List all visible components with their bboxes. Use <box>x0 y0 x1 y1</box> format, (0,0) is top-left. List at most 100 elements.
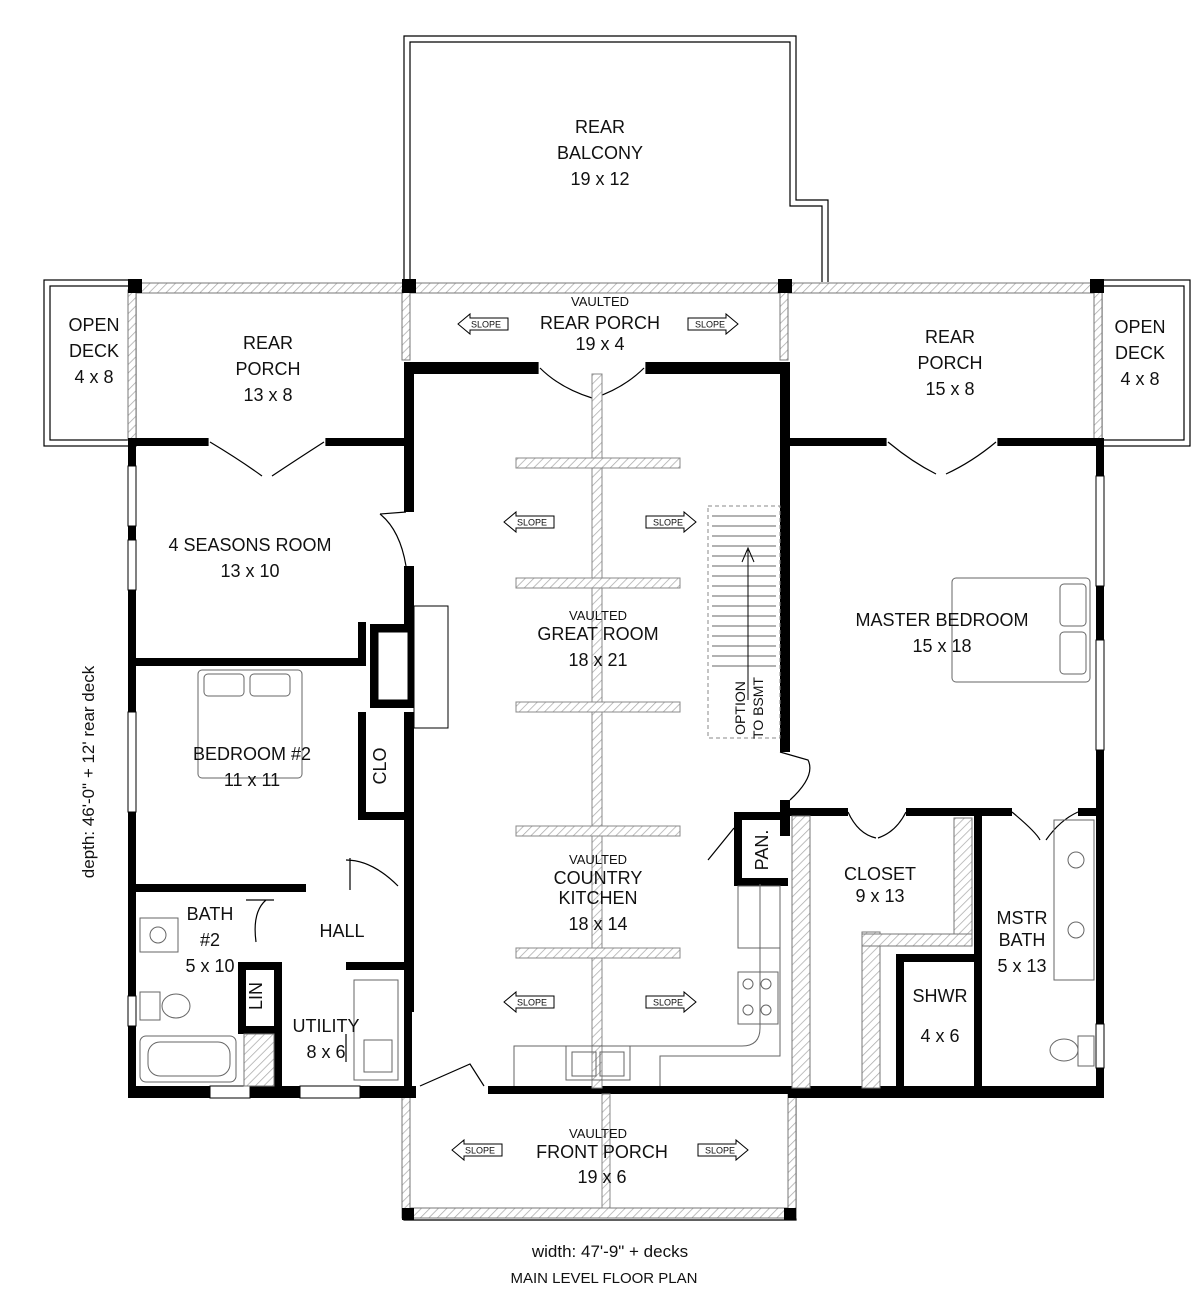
room-closet: CLOSET 9 x 13 <box>844 864 916 906</box>
room-hall: HALL <box>319 921 364 941</box>
room-clo: CLO <box>370 747 390 784</box>
kitchen-fixtures <box>513 884 781 1086</box>
rear-porch-rail <box>135 282 1103 294</box>
room-lin: LIN <box>246 982 266 1010</box>
svg-text:REAR PORCH: REAR PORCH <box>540 313 660 333</box>
open-deck-right-outline <box>1099 279 1191 447</box>
svg-text:BALCONY: BALCONY <box>557 143 643 163</box>
room-rear-porch-right: REAR PORCH 15 x 8 <box>917 327 982 399</box>
width-dimension: width: 47'-9" + decks <box>531 1242 688 1261</box>
svg-text:DECK: DECK <box>1115 343 1165 363</box>
svg-text:5 x 10: 5 x 10 <box>185 956 234 976</box>
room-bath-2: BATH #2 5 x 10 <box>185 904 234 976</box>
svg-text:MSTR: MSTR <box>997 908 1048 928</box>
svg-text:SLOPE: SLOPE <box>465 1145 495 1155</box>
slope-arrow: SLOPE <box>451 1139 503 1161</box>
rear-balcony-rail <box>409 41 823 284</box>
svg-text:18 x 21: 18 x 21 <box>568 650 627 670</box>
svg-text:PORCH: PORCH <box>917 353 982 373</box>
room-4-seasons: 4 SEASONS ROOM 13 x 10 <box>168 535 331 581</box>
ceiling-beams <box>515 373 681 1209</box>
svg-text:REAR: REAR <box>925 327 975 347</box>
svg-text:13 x 10: 13 x 10 <box>220 561 279 581</box>
open-deck-left-outline <box>43 279 137 447</box>
front-porch-rail-left <box>401 1093 411 1219</box>
slope-arrow: SLOPE <box>697 1139 749 1161</box>
svg-text:OPEN: OPEN <box>68 315 119 335</box>
svg-text:DECK: DECK <box>69 341 119 361</box>
fireplace <box>370 605 449 729</box>
svg-text:REAR: REAR <box>243 333 293 353</box>
svg-text:SLOPE: SLOPE <box>653 997 683 1007</box>
svg-text:5 x 13: 5 x 13 <box>997 956 1046 976</box>
svg-text:SLOPE: SLOPE <box>517 997 547 1007</box>
svg-text:VAULTED: VAULTED <box>569 608 627 623</box>
closet-shelves <box>243 815 973 1089</box>
room-mstr-bath: MSTR BATH 5 x 13 <box>997 908 1048 976</box>
open-deck-right-rail <box>1101 285 1185 441</box>
slope-arrow: SLOPE <box>645 991 697 1013</box>
svg-text:BATH: BATH <box>187 904 234 924</box>
slope-arrow: SLOPE <box>503 991 555 1013</box>
svg-text:#2: #2 <box>200 930 220 950</box>
svg-text:9 x 13: 9 x 13 <box>855 886 904 906</box>
svg-text:19 x 4: 19 x 4 <box>575 334 624 354</box>
svg-text:VAULTED: VAULTED <box>569 1126 627 1141</box>
room-vaulted-rear-porch: VAULTED REAR PORCH 19 x 4 <box>540 294 660 354</box>
room-open-deck-right: OPEN DECK 4 x 8 <box>1114 317 1165 389</box>
svg-text:18 x 14: 18 x 14 <box>568 914 627 934</box>
svg-text:4 x 8: 4 x 8 <box>74 367 113 387</box>
room-master-bedroom: MASTER BEDROOM 15 x 18 <box>855 610 1028 656</box>
room-shower: SHWR 4 x 6 <box>913 986 968 1046</box>
svg-text:REAR: REAR <box>575 117 625 137</box>
depth-dimension: depth: 46'-0" + 12' rear deck <box>79 665 98 878</box>
svg-text:4 SEASONS ROOM: 4 SEASONS ROOM <box>168 535 331 555</box>
svg-text:SLOPE: SLOPE <box>471 319 501 329</box>
porch-posts <box>128 279 1104 1220</box>
stairs-option-label: TO BSMT <box>750 677 766 739</box>
room-pantry: PAN. <box>752 830 772 871</box>
beds <box>197 577 1091 779</box>
svg-text:CLOSET: CLOSET <box>844 864 916 884</box>
windows <box>127 465 1105 1099</box>
deck-rail-left <box>127 289 137 441</box>
svg-text:MASTER BEDROOM: MASTER BEDROOM <box>855 610 1028 630</box>
svg-text:BATH: BATH <box>999 930 1046 950</box>
slope-arrow: SLOPE <box>503 511 555 533</box>
doors <box>207 362 1079 1087</box>
svg-text:BEDROOM #2: BEDROOM #2 <box>193 744 311 764</box>
svg-text:VAULTED: VAULTED <box>569 852 627 867</box>
svg-text:OPEN: OPEN <box>1114 317 1165 337</box>
svg-text:FRONT PORCH: FRONT PORCH <box>536 1142 668 1162</box>
svg-text:PORCH: PORCH <box>235 359 300 379</box>
bath-fixtures <box>139 819 1095 1083</box>
front-porch-rail <box>403 1207 797 1219</box>
svg-text:15 x 8: 15 x 8 <box>925 379 974 399</box>
svg-text:11 x 11: 11 x 11 <box>224 770 280 790</box>
svg-text:VAULTED: VAULTED <box>571 294 629 309</box>
room-great-room: VAULTED GREAT ROOM 18 x 21 <box>537 608 658 670</box>
svg-text:SLOPE: SLOPE <box>517 517 547 527</box>
svg-text:SLOPE: SLOPE <box>705 1145 735 1155</box>
front-porch-rail-right <box>787 1093 797 1219</box>
plan-title: MAIN LEVEL FLOOR PLAN <box>510 1270 697 1287</box>
room-bedroom-2: BEDROOM #2 11 x 11 <box>193 744 311 790</box>
room-rear-porch-left: REAR PORCH 13 x 8 <box>235 333 300 405</box>
slope-arrow: SLOPE <box>645 511 697 533</box>
room-utility: UTILITY 8 x 6 <box>292 1016 359 1062</box>
interior-walls <box>136 622 1104 1098</box>
svg-text:19 x 12: 19 x 12 <box>570 169 629 189</box>
svg-text:15 x 18: 15 x 18 <box>912 636 971 656</box>
porch-rail-b <box>779 289 789 361</box>
svg-text:8 x 6: 8 x 6 <box>306 1042 345 1062</box>
svg-text:COUNTRY: COUNTRY <box>554 868 643 888</box>
svg-text:HALL: HALL <box>319 921 364 941</box>
svg-text:UTILITY: UTILITY <box>292 1016 359 1036</box>
room-rear-balcony: REAR BALCONY 19 x 12 <box>557 117 643 189</box>
svg-text:19 x 6: 19 x 6 <box>577 1167 626 1187</box>
room-country-kitchen: VAULTED COUNTRY KITCHEN 18 x 14 <box>554 852 643 934</box>
rear-balcony-outline <box>403 35 829 284</box>
open-deck-left-rail <box>49 285 135 441</box>
